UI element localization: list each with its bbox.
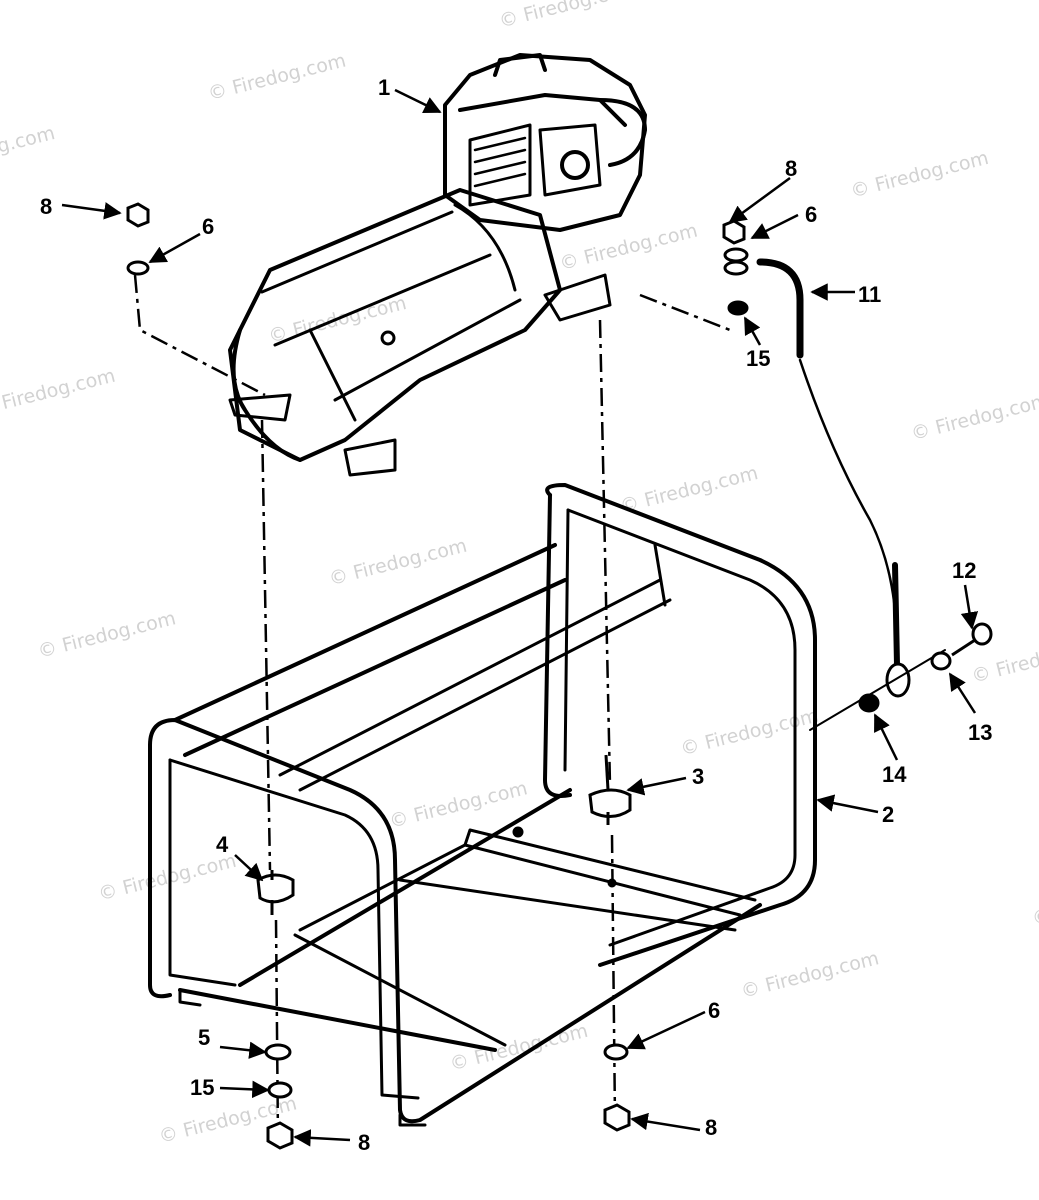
callout-6: 6 bbox=[708, 998, 720, 1023]
ground-wire bbox=[756, 258, 946, 731]
watermark: © Firedog.com bbox=[909, 389, 1039, 445]
alignment-lines bbox=[133, 274, 731, 1141]
lock-washer bbox=[267, 1081, 293, 1099]
watermark: © Firedog.com bbox=[96, 850, 238, 906]
hardware bbox=[126, 202, 993, 1150]
callout-8: 8 bbox=[705, 1115, 717, 1140]
watermark-layer: © Firedog.com © Firedog.com © Firedog.co… bbox=[0, 0, 1039, 1148]
flat-washer bbox=[727, 300, 749, 316]
watermark: © Firedog.com bbox=[206, 49, 348, 105]
watermark: © Firedog.com bbox=[0, 122, 57, 178]
watermark: © Firedog.com bbox=[0, 365, 118, 421]
tube-frame bbox=[148, 483, 817, 1127]
watermark: © Firedog.com bbox=[618, 462, 760, 518]
nut bbox=[266, 1121, 294, 1150]
lock-washer bbox=[723, 247, 749, 263]
callout-4: 4 bbox=[216, 832, 229, 857]
flat-washer bbox=[858, 693, 880, 713]
callout-12: 12 bbox=[952, 558, 976, 583]
callouts: 1 2 3 4 5 6 6 6 8 8 8 8 11 12 13 14 15 1… bbox=[40, 75, 992, 1155]
callout-14: 14 bbox=[882, 762, 907, 787]
watermark: © Firedog.com bbox=[1030, 875, 1039, 931]
callout-11: 11 bbox=[858, 282, 881, 307]
callout-15: 15 bbox=[746, 346, 770, 371]
callout-8: 8 bbox=[785, 156, 797, 181]
watermark: © Firedog.com bbox=[678, 705, 820, 761]
lock-washer bbox=[126, 260, 150, 276]
watermark: © Firedog.com bbox=[848, 147, 990, 203]
watermark: © Firedog.com bbox=[327, 535, 469, 591]
mount-stud-rear bbox=[604, 754, 610, 791]
nut bbox=[722, 219, 746, 245]
callout-13: 13 bbox=[968, 720, 992, 745]
mount-stud-front bbox=[256, 873, 295, 904]
ground-screw bbox=[951, 638, 976, 657]
nut bbox=[126, 202, 150, 228]
watermark: © Firedog.com bbox=[497, 0, 639, 32]
watermark: © Firedog.com bbox=[557, 219, 699, 275]
callout-3: 3 bbox=[692, 764, 704, 789]
leader-lines bbox=[61, 88, 979, 1147]
callout-8: 8 bbox=[358, 1130, 370, 1155]
watermark: © Firedog.com bbox=[36, 607, 178, 663]
callout-6: 6 bbox=[202, 214, 214, 239]
lock-washer bbox=[723, 260, 749, 276]
callout-8: 8 bbox=[40, 194, 52, 219]
lock-washer bbox=[603, 1043, 629, 1061]
callout-5: 5 bbox=[198, 1025, 210, 1050]
watermark: © Firedog.com bbox=[739, 947, 881, 1003]
lock-washer bbox=[930, 651, 952, 671]
flat-washer bbox=[264, 1043, 292, 1061]
generator-engine-assembly bbox=[228, 53, 647, 477]
callout-2: 2 bbox=[882, 802, 894, 827]
nut bbox=[603, 1103, 631, 1132]
callout-6: 6 bbox=[805, 202, 817, 227]
callout-1: 1 bbox=[378, 75, 390, 100]
callout-15: 15 bbox=[190, 1075, 214, 1100]
